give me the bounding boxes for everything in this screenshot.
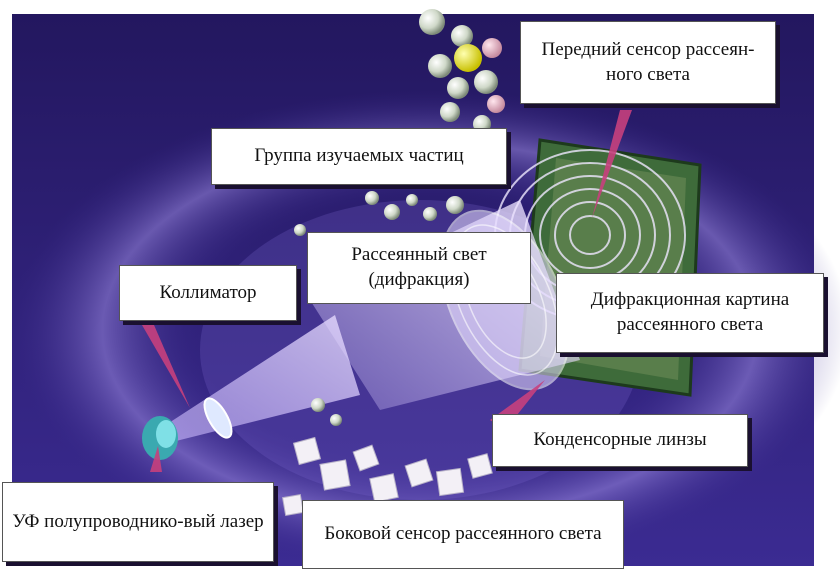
label-diffraction-pattern-text: Дифракционная картина рассеянного света xyxy=(565,288,815,337)
label-scattered-light: Рассеянный свет (дифракция) xyxy=(307,232,531,304)
label-front-sensor: Передний сенсор рассеян-ного света xyxy=(520,21,776,104)
label-side-sensor-text: Боковой сенсор рассеянного света xyxy=(324,522,601,547)
label-front-sensor-text: Передний сенсор рассеян-ного света xyxy=(529,38,767,87)
label-uv-laser-text: УФ полупроводнико-вый лазер xyxy=(12,510,263,535)
label-condenser-lenses-text: Конденсорные линзы xyxy=(533,428,706,453)
label-diffraction-pattern: Дифракционная картина рассеянного света xyxy=(556,273,824,353)
label-particle-group-text: Группа изучаемых частиц xyxy=(254,144,463,169)
label-particle-group: Группа изучаемых частиц xyxy=(211,128,507,185)
label-condenser-lenses: Конденсорные линзы xyxy=(492,414,748,467)
label-uv-laser: УФ полупроводнико-вый лазер xyxy=(2,482,274,562)
label-collimator-text: Коллиматор xyxy=(160,281,257,306)
uv-laser-device xyxy=(142,416,178,460)
label-scattered-light-text: Рассеянный свет (дифракция) xyxy=(316,243,522,292)
label-collimator: Коллиматор xyxy=(119,265,297,321)
label-side-sensor: Боковой сенсор рассеянного света xyxy=(302,500,624,569)
